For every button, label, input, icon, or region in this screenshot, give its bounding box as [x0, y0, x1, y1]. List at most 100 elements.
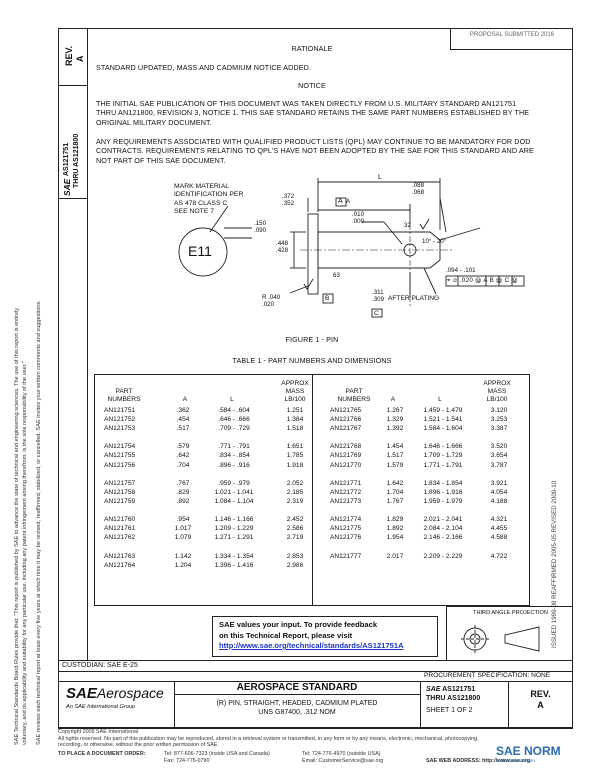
- doc-sae: SAE: [426, 686, 441, 693]
- table-cell: 1.785: [286, 452, 304, 460]
- tb-vline-3: [508, 681, 509, 729]
- table-cell: [412, 542, 474, 551]
- sheet-number: SHEET 1 OF 2: [426, 707, 473, 714]
- dim-hole-dia: .094 - .101: [446, 267, 476, 274]
- table-cell: [104, 506, 156, 515]
- table-cell: 1.209 - 1.229: [214, 525, 254, 533]
- table-cell: [204, 542, 264, 551]
- dim-311: .311: [372, 289, 384, 296]
- table-cell: 2.084 - 2.104: [423, 525, 463, 533]
- table-cell: 1.642: [386, 479, 404, 487]
- dim-hole-tol: .010.000: [352, 211, 364, 225]
- table-cell: [412, 561, 474, 570]
- table-cell: 1.384: [286, 416, 304, 424]
- table-cell: 1.579: [386, 461, 404, 469]
- doc-number: AS121751: [442, 686, 476, 693]
- table-cell: 1.521 - 1.541: [423, 416, 463, 424]
- table-title: TABLE 1 - PART NUMBERS AND DIMENSIONS: [232, 356, 392, 365]
- table-cell: [412, 433, 474, 442]
- copyright-line-3: recording, or otherwise, without the pri…: [58, 742, 219, 749]
- table-cell: [278, 470, 312, 479]
- mark-note-line-4: SEE NOTE 7: [174, 208, 215, 216]
- table-cell: AN121776: [330, 534, 362, 542]
- feedback-link[interactable]: http://www.sae.org/technical/standards/A…: [219, 641, 404, 650]
- table-cell: 4.321: [490, 516, 508, 524]
- table-cell: .709 - .729: [218, 425, 250, 433]
- parts-table: [94, 374, 530, 606]
- rev-block-label: REV.: [530, 689, 551, 699]
- pin-head: [307, 213, 319, 295]
- mark-note-line-2: IDENTIFICATION PER: [174, 191, 244, 199]
- table-cell: 1.251: [286, 407, 304, 414]
- pin-drawing: [178, 178, 525, 318]
- table-cell: 1.334 - 1.354: [214, 552, 254, 560]
- table-cell: 1.518: [286, 425, 304, 433]
- hdr-numbers-text: NUMBERS: [107, 396, 141, 403]
- rev-doc-thru: THRU AS121800: [73, 133, 80, 188]
- table-cell: 4.188: [490, 497, 508, 505]
- table-cell: AN121775: [330, 525, 362, 533]
- table-cell: [330, 470, 382, 479]
- table-cell: 1.084 - 1.104: [214, 497, 254, 505]
- table-cell: [168, 433, 198, 442]
- feedback-line-2: on this Technical Report, please visit: [219, 630, 353, 640]
- notice-heading: NOTICE: [298, 81, 326, 90]
- table-cell: .584 - .604: [218, 407, 250, 414]
- doc-number-block: SAE AS121751 THRU AS121800 SHEET 1 OF 2: [426, 685, 480, 715]
- rev-doc-number: AS121751: [63, 142, 70, 176]
- datum-c-box: [371, 308, 383, 318]
- table-cell: [380, 470, 410, 479]
- hdr-lb100-text: LB/100: [486, 396, 508, 403]
- mark-note-line-3: AS 478 CLASS C: [174, 199, 228, 207]
- rev-block-value: A: [537, 700, 544, 710]
- table-cell: AN121765: [330, 407, 362, 414]
- table-cell: AN121770: [330, 461, 362, 469]
- tb-line-1: [58, 671, 573, 672]
- table-cell: .646 - .666: [218, 416, 250, 424]
- table-cell: .362: [176, 407, 190, 414]
- table-cell: .579: [176, 443, 190, 451]
- table-cell: 1.517: [386, 452, 404, 460]
- table-cell: AN121768: [330, 443, 362, 451]
- sae-web-address[interactable]: SAE WEB ADDRESS: http://www.sae.org: [426, 758, 531, 764]
- table-cell: 2.209 - 2.229: [423, 552, 463, 560]
- hdr-a-left: A: [182, 396, 188, 403]
- margin-text-1: SAE Technical Standards Board Rules prov…: [14, 307, 20, 745]
- dim-l: L: [378, 174, 382, 181]
- desc-line-2: UNS G87400, .312 NOM: [258, 709, 336, 716]
- table-cell: AN121752: [104, 416, 136, 424]
- dim-32: 32: [404, 222, 411, 229]
- col-l-left: .584 - .604.646 - .666.709 - .729 .771 -…: [204, 406, 264, 570]
- page-frame: [58, 28, 573, 728]
- copyright-line-1: Copyright 2009 SAE International: [58, 729, 139, 735]
- table-cell: [278, 542, 312, 551]
- table-cell: AN121757: [104, 479, 136, 487]
- rev-column: REV. A SAE AS121751 THRU AS121800: [58, 28, 88, 660]
- table-cell: 2.986: [286, 561, 304, 569]
- tb-line-2: [58, 681, 573, 682]
- rationale-heading: RATIONALE: [291, 44, 333, 53]
- table-cell: 1.021 - 1.041: [214, 488, 254, 496]
- table-cell: 1.329: [386, 416, 404, 424]
- rev-value: A: [75, 55, 85, 63]
- order-tel-2: Tel: 724-776-4970 (outside USA): [302, 751, 381, 757]
- table-cell: AN121751: [104, 407, 136, 414]
- table-cell: 2.853: [286, 552, 304, 560]
- logo-aerospace: Aerospace: [96, 685, 164, 701]
- table-cell: AN121772: [330, 488, 362, 496]
- table-cell: [168, 542, 198, 551]
- tb-line-3: [174, 694, 420, 695]
- doc-thru: THRU AS121800: [426, 695, 481, 702]
- dim-309: .309: [372, 296, 385, 303]
- table-cell: 1.271 - 1.291: [214, 534, 254, 542]
- table-cell: 1.584 - 1.604: [423, 425, 463, 433]
- table-cell: 3.787: [490, 461, 508, 469]
- table-cell: AN121767: [330, 425, 362, 433]
- table-cell: [104, 470, 156, 479]
